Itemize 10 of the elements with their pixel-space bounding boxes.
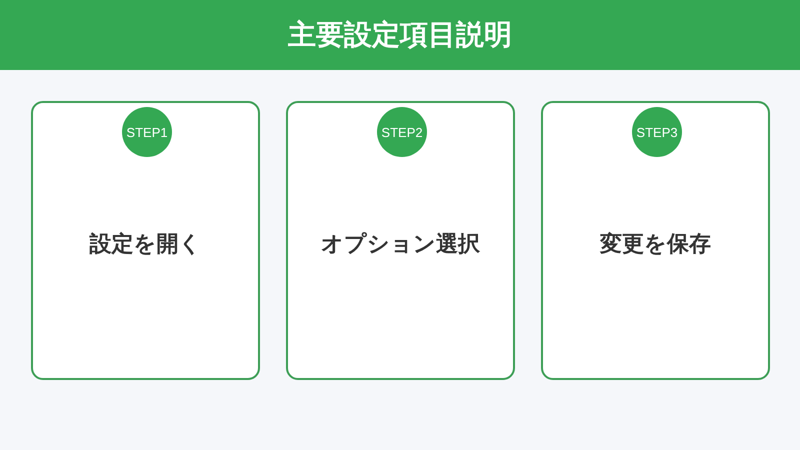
step-label: オプション選択: [320, 231, 481, 259]
title-bar: 主要設定項目説明: [0, 0, 800, 70]
step-card: [286, 101, 515, 380]
step-circle: STEP2: [377, 107, 427, 157]
step-card: [541, 101, 770, 380]
step-label: 変更を保存: [598, 230, 712, 259]
step-label: 設定を開く: [88, 230, 202, 259]
step-circle: STEP1: [122, 107, 172, 157]
step-circle: STEP3: [632, 107, 682, 157]
step-card: [31, 101, 260, 380]
